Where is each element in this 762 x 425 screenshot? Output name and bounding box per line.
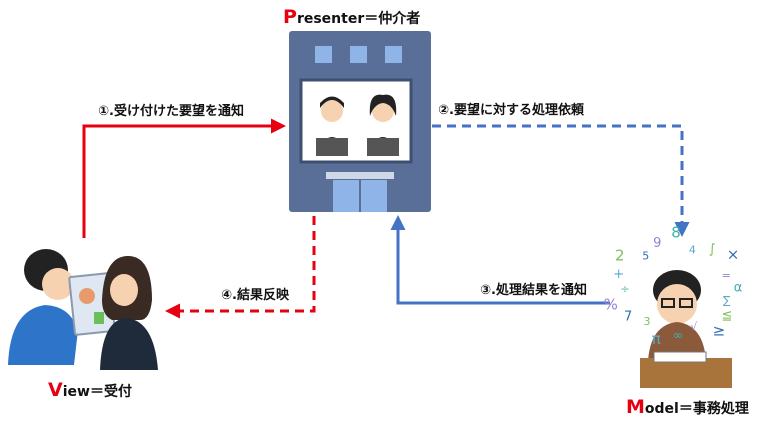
presenter-building-illustration — [289, 31, 431, 212]
arrow-4-presenter-to-view — [165, 216, 316, 319]
math-symbol: × — [727, 245, 740, 263]
arrow-2-presenter-to-model — [432, 124, 690, 237]
math-symbol: ∑ — [723, 294, 731, 307]
math-symbol: 3 — [644, 315, 651, 328]
math-symbol: ∞ — [672, 329, 683, 344]
view-reception-illustration — [8, 249, 158, 370]
presenter-title-rest: resenter＝仲介者 — [296, 11, 421, 27]
math-symbol: α — [734, 280, 743, 295]
math-symbol: 4 — [689, 243, 696, 256]
model-title-rest: odel＝事務処理 — [644, 401, 749, 417]
model-title: Model＝事務処理 — [626, 396, 749, 418]
step-3-label: ③.処理結果を通知 — [480, 283, 587, 298]
math-symbol: ≥ — [713, 322, 726, 340]
math-symbol: ∫ — [709, 242, 716, 257]
math-symbol: ÷ — [620, 283, 629, 296]
view-title-rest: iew＝受付 — [62, 384, 132, 400]
math-symbol: π — [652, 330, 661, 348]
step-4-label: ④.結果反映 — [221, 288, 289, 303]
step-2-label: ②.要望に対する処理依頼 — [438, 103, 584, 118]
math-symbol: 7 — [624, 310, 632, 325]
view-title: View＝受付 — [48, 379, 132, 401]
math-symbol: + — [613, 267, 624, 282]
math-symbol: ≦ — [721, 308, 732, 323]
step-1-label: ①.受け付けた要望を通知 — [98, 104, 244, 119]
view-initial: V — [48, 379, 63, 401]
presenter-initial: P — [283, 6, 297, 28]
arrow-1-view-to-presenter — [82, 118, 286, 238]
math-symbol: √ — [690, 320, 698, 333]
model-initial: M — [626, 396, 645, 418]
math-symbol: 9 — [653, 236, 661, 251]
math-symbol: 2 — [615, 247, 625, 265]
math-symbol: 8 — [671, 223, 681, 241]
arrow-3-model-to-presenter — [390, 215, 610, 305]
presenter-title: Presenter＝仲介者 — [283, 6, 420, 28]
math-symbol: 5 — [642, 250, 649, 263]
math-symbol: = — [722, 269, 731, 282]
math-symbol: % — [604, 296, 618, 314]
